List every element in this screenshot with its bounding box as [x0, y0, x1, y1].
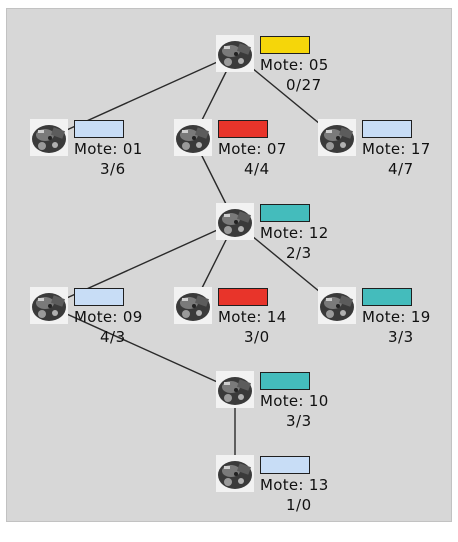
- sensor-mote-icon: [318, 287, 356, 324]
- status-indicator: [362, 288, 412, 306]
- packet-count: 4/3: [100, 328, 126, 346]
- status-indicator: [260, 36, 310, 54]
- sensor-mote-icon: [216, 455, 254, 492]
- packet-count: 2/3: [286, 244, 312, 262]
- sensor-mote-icon: [30, 119, 68, 156]
- packet-count: 1/0: [286, 496, 312, 514]
- status-indicator: [260, 204, 310, 222]
- sensor-mote-icon: [318, 119, 356, 156]
- packet-count: 3/6: [100, 160, 126, 178]
- status-indicator: [260, 372, 310, 390]
- status-indicator: [218, 120, 268, 138]
- status-indicator: [362, 120, 412, 138]
- mote-node-07[interactable]: Mote: 07 4/4: [172, 116, 312, 206]
- mote-node-05[interactable]: Mote: 05 0/27: [214, 32, 354, 122]
- status-indicator: [218, 288, 268, 306]
- status-indicator: [74, 288, 124, 306]
- mote-label: Mote: 13: [260, 476, 329, 494]
- mote-node-12[interactable]: Mote: 12 2/3: [214, 200, 354, 290]
- mote-node-10[interactable]: Mote: 10 3/3: [214, 368, 354, 458]
- mote-node-13[interactable]: Mote: 13 1/0: [214, 452, 354, 542]
- topology-canvas: Mote: 05 0/27 Mote: 01 3/6 Mote: 07 4/4 …: [6, 8, 456, 522]
- sensor-mote-icon: [30, 287, 68, 324]
- mote-label: Mote: 01: [74, 140, 143, 158]
- status-indicator: [260, 456, 310, 474]
- mote-node-19[interactable]: Mote: 19 3/3: [316, 284, 456, 374]
- packet-count: 3/0: [244, 328, 270, 346]
- mote-node-14[interactable]: Mote: 14 3/0: [172, 284, 312, 374]
- network-panel: [6, 8, 452, 522]
- packet-count: 3/3: [286, 412, 312, 430]
- packet-count: 0/27: [286, 76, 322, 94]
- mote-label: Mote: 09: [74, 308, 143, 326]
- sensor-mote-icon: [174, 119, 212, 156]
- sensor-mote-icon: [216, 35, 254, 72]
- sensor-mote-icon: [216, 371, 254, 408]
- packet-count: 4/4: [244, 160, 270, 178]
- packet-count: 4/7: [388, 160, 414, 178]
- mote-label: Mote: 05: [260, 56, 329, 74]
- sensor-mote-icon: [216, 203, 254, 240]
- status-indicator: [74, 120, 124, 138]
- link-line: [48, 305, 236, 391]
- sensor-mote-icon: [174, 287, 212, 324]
- mote-label: Mote: 10: [260, 392, 329, 410]
- mote-label: Mote: 07: [218, 140, 287, 158]
- mote-node-09[interactable]: Mote: 09 4/3: [28, 284, 168, 374]
- mote-node-17[interactable]: Mote: 17 4/7: [316, 116, 456, 206]
- mote-node-01[interactable]: Mote: 01 3/6: [28, 116, 168, 206]
- packet-count: 3/3: [388, 328, 414, 346]
- mote-label: Mote: 14: [218, 308, 287, 326]
- mote-label: Mote: 12: [260, 224, 329, 242]
- mote-label: Mote: 19: [362, 308, 431, 326]
- mote-label: Mote: 17: [362, 140, 431, 158]
